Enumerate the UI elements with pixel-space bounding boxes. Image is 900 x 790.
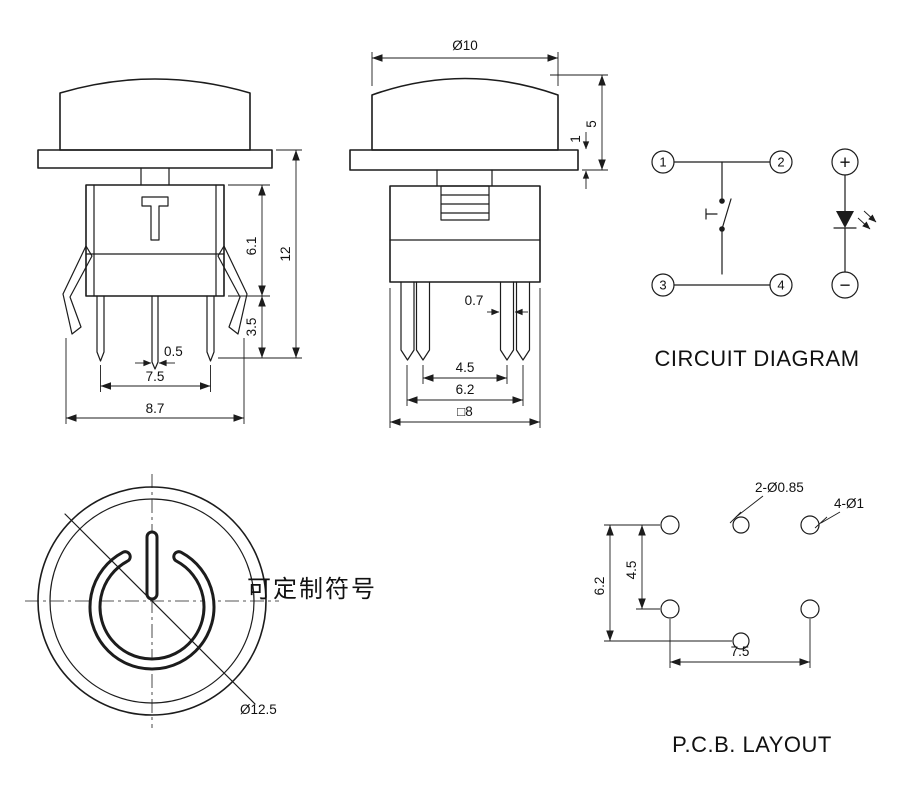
dim-pin-width: 0.7 [465,293,528,316]
side-view: 6.1 3.5 12 0.5 7.5 8.7 [37,78,302,424]
svg-text:7.5: 7.5 [146,369,165,384]
svg-text:5: 5 [584,120,599,128]
switch-body-side [85,184,225,297]
svg-text:4.5: 4.5 [624,561,639,580]
dim-body-square: □8 [389,288,541,428]
switch-body-front [389,185,541,283]
top-view: Ø12.5 可定制符号 [25,474,377,728]
led-pin-side [151,295,159,370]
center-slot-detail [141,196,169,241]
dim-clip-span: 8.7 [65,338,245,424]
leader-led-holes: 2-Ø0.85 [729,480,804,524]
pin-inner-left [415,281,431,361]
terminal-2-label: 2 [777,155,784,170]
dim-total-height: 12 [276,149,302,358]
switch-lever [721,198,732,230]
switch-contact-top [719,198,725,204]
led-negative-label: − [839,276,850,297]
switch-pin-right-side [206,295,215,362]
circuit-diagram-title: CIRCUIT DIAGRAM [654,346,859,371]
svg-text:7.5: 7.5 [731,644,750,659]
dim-pin-span-outer: 6.2 [406,365,524,406]
svg-text:0.7: 0.7 [465,293,484,308]
dim-pin-span-inner: 4.5 [422,360,508,384]
bracket-fold-lines [85,184,225,297]
svg-text:6.2: 6.2 [456,382,475,397]
cap-outer-circle [37,486,267,716]
pcb-hole-mid-left [660,599,680,619]
pcb-hole-bottom-center [732,632,750,650]
svg-text:3.5: 3.5 [244,318,259,337]
switch-pin-left-side [96,295,105,362]
pin-outer-right [515,281,531,361]
dim-led-pin-width: 0.5 [135,344,183,367]
svg-text:0.5: 0.5 [164,344,183,359]
cap-neck-side [140,167,170,186]
dim-pcb-v-inner: 4.5 [624,524,660,610]
svg-text:12: 12 [278,246,293,261]
svg-text:6.1: 6.1 [244,237,259,256]
circuit-diagram: 1 2 3 4 + − CIRCUIT DIAGRAM [651,148,877,371]
svg-text:4-Ø1: 4-Ø1 [834,496,864,511]
metal-clip-left [62,245,93,335]
dim-leg-height: 3.5 [218,296,302,359]
cap-inner-circle [49,498,255,704]
dim-flange-thickness: 1 [568,132,590,189]
pcb-hole-top-left [660,515,680,535]
diameter-leader-line [64,513,256,705]
pin-outer-left [400,281,415,361]
leader-pin-holes: 4-Ø1 [814,496,864,529]
terminal-4-label: 4 [777,278,784,293]
svg-text:4.5: 4.5 [456,360,475,375]
dim-pcb-v-total: 6.2 [592,524,732,642]
button-cap-side [59,78,251,151]
metal-clip-right [217,245,248,335]
dim-leg-span: 7.5 [100,365,211,392]
dim-pcb-h-span: 7.5 [669,619,811,668]
mounting-flange-front [349,149,579,171]
plunger-ribs [440,194,490,214]
led-triangle [836,211,854,228]
pcb-hole-top-center [732,516,750,534]
svg-text:6.2: 6.2 [592,577,607,596]
led-light-arrow-1 [857,217,871,230]
pcb-layout-title: P.C.B. LAYOUT [672,732,832,757]
front-view: Ø10 5 1 0.7 4.5 6.2 [349,38,608,428]
cap-neck-front [436,169,493,187]
pcb-layout: 2-Ø0.85 4-Ø1 4.5 6.2 7.5 P.C.B. LAYOUT [592,480,864,757]
mounting-flange-side [37,149,273,169]
led-positive-label: + [839,153,850,174]
dim-body-height: 6.1 [228,184,270,297]
switch-actuator [705,208,718,220]
led-light-arrow-2 [863,210,877,223]
pcb-hole-mid-right [800,599,820,619]
pcb-hole-top-right [800,515,820,535]
svg-text:2-Ø0.85: 2-Ø0.85 [755,480,804,495]
svg-text:□8: □8 [457,404,473,419]
dim-cap-height: 5 [550,74,608,171]
button-cap-front [371,77,559,151]
svg-text:1: 1 [568,135,583,143]
terminal-3-label: 3 [659,278,666,293]
svg-text:Ø10: Ø10 [452,38,478,53]
custom-symbol-note: 可定制符号 [247,575,377,603]
svg-text:8.7: 8.7 [146,401,165,416]
dim-cap-diameter: Ø10 [371,38,559,86]
dim-cap-diameter-top: Ø12.5 [240,702,277,717]
terminal-1-label: 1 [659,155,666,170]
power-symbol [88,530,216,671]
pin-inner-right [499,281,515,361]
plunger-ribbed-block [440,185,490,221]
